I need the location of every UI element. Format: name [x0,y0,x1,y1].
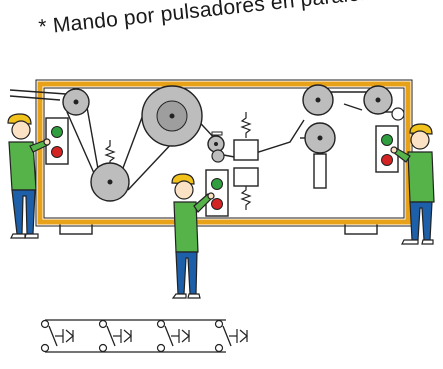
pushbutton-icon [156,319,190,353]
tension-box-lower [233,167,259,187]
roller-right-small [391,107,405,121]
control-panel-center [205,169,229,217]
stop-button-red[interactable] [51,146,63,158]
pushbutton-icon [98,319,132,353]
roller-bottom-left [90,162,130,202]
roller-right-top-1 [302,84,334,116]
roller-right-middle [304,122,336,154]
pushbutton-icon [214,319,248,353]
operator-center [171,173,215,299]
spring-bottom-center [240,186,252,210]
start-button-green[interactable] [211,178,223,190]
roller-large [141,85,203,147]
start-button-green[interactable] [51,126,63,138]
control-panel-left [45,117,69,165]
spring-left [104,140,116,163]
start-button-green[interactable] [381,134,393,146]
spring-top-center [240,112,252,138]
stop-button-red[interactable] [381,154,393,166]
tension-box-upper [233,139,259,161]
vertical-post [313,153,327,189]
stop-button-red[interactable] [211,198,223,210]
operator-right [390,123,435,245]
guide-bar [211,131,223,136]
roller-small-center [207,135,225,163]
operator-left [7,113,51,239]
parallel-circuit [45,319,226,353]
pushbutton-icon [40,319,74,353]
roller-right-top-2 [363,85,393,115]
roller-top-left [62,88,90,116]
